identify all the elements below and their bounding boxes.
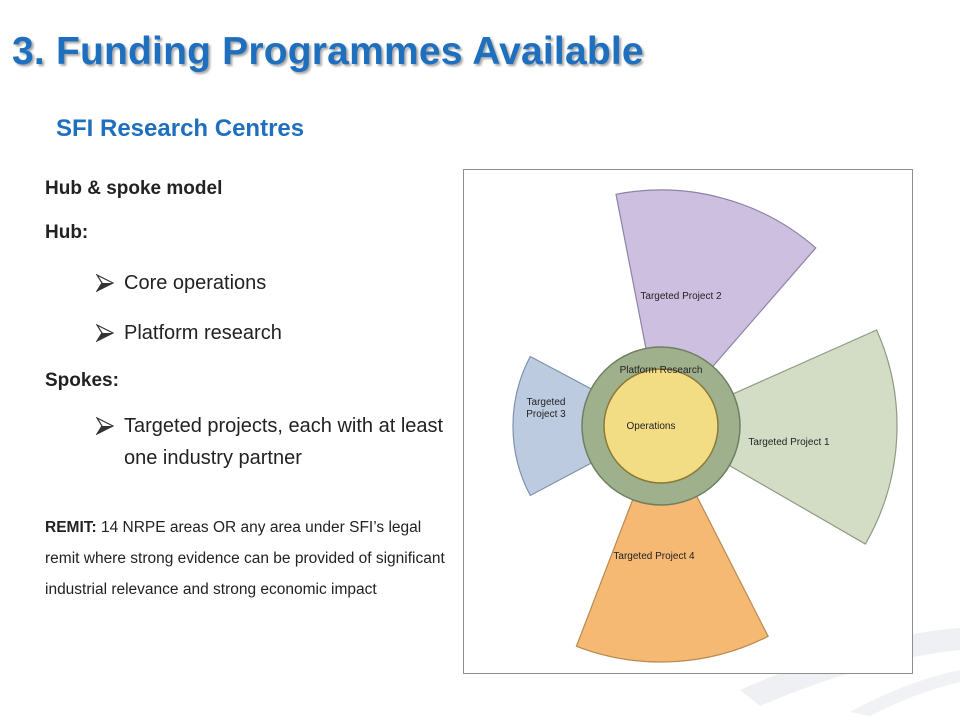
left-text-panel: Hub & spoke model Hub: Core operations P… [45,178,445,605]
spoke-label-4: Targeted [527,397,566,408]
spoke-label-3: Targeted Project 4 [613,551,695,562]
spoke-sector-2 [659,329,898,545]
hub-spoke-diagram: Targeted Project 2 Targeted Project 1 Targ… [463,169,913,674]
slide-subtitle: SFI Research Centres [56,115,305,142]
bullet-text: Targeted projects, each with at least on… [124,415,444,469]
slide-title: 3. Funding Programmes Available [12,30,644,73]
hub-bullet-platform-research: Platform research [45,317,445,349]
spoke-label-1: Targeted Project 2 [640,291,722,302]
arrow-bullet-icon [96,274,114,292]
bullet-text: Platform research [124,322,282,344]
operations-circle [603,368,719,484]
remit-label: REMIT: [45,519,97,536]
spokes-heading: Spokes: [45,370,119,391]
arrow-bullet-icon [96,324,114,342]
platform-research-label: Platform Research [620,365,703,376]
bullet-text: Core operations [124,272,267,294]
spoke-sector-3 [575,424,769,663]
hub-spoke-diagram-svg: Targeted Project 2 Targeted Project 1 Targ… [512,189,898,663]
spoke-label-4: Project 3 [526,409,566,420]
remit-paragraph: REMIT: 14 NRPE areas OR any area under S… [45,512,445,605]
spoke-label-2: Targeted Project 1 [748,437,830,448]
spokes-bullet-targeted-projects: Targeted projects, each with at least on… [45,410,445,474]
spokes-bullet-list: Targeted projects, each with at least on… [45,410,445,474]
operations-label: Operations [627,421,676,432]
model-heading: Hub & spoke model [45,178,223,199]
hub-bullet-core-operations: Core operations [45,267,445,299]
hub-heading: Hub: [45,222,89,243]
hub-bullet-list: Core operations Platform research [45,267,445,349]
remit-text: 14 NRPE areas OR any area under SFI’s le… [45,519,445,598]
arrow-bullet-icon [96,417,114,435]
